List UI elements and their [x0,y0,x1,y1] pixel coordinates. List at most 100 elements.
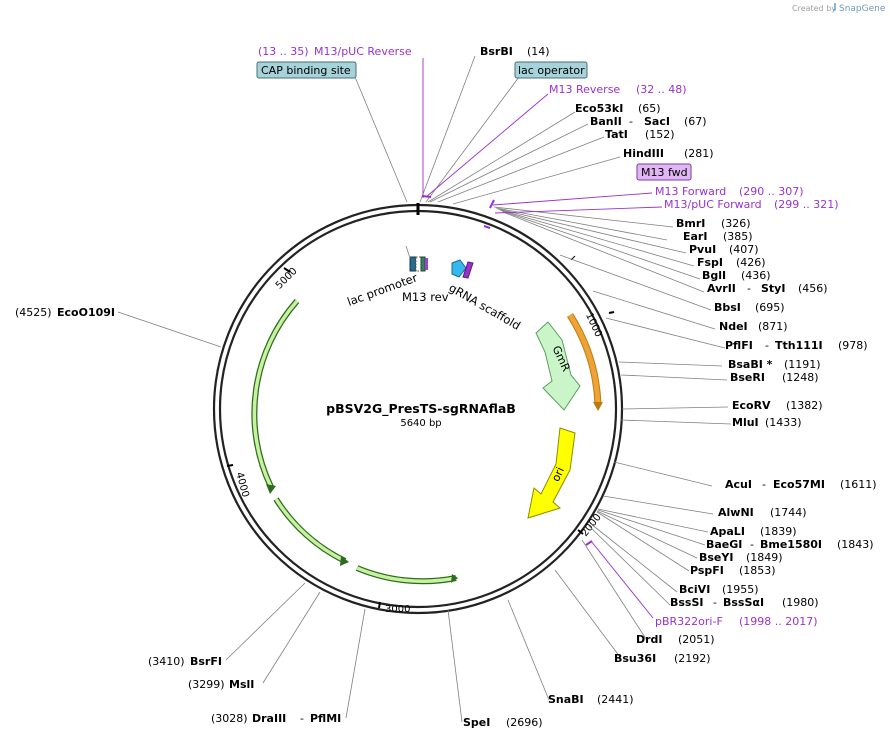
site-bbsi-name[interactable]: BbsI [714,301,741,314]
gmr-feature-arrow[interactable] [535,321,581,411]
site-ndei-name[interactable]: NdeI [719,320,748,333]
site-banii-sep: - [629,115,633,128]
site-ecoo109i-name[interactable]: EcoO109I [57,306,115,319]
green-feature-arc-2[interactable] [274,498,346,563]
grna-primer-feature[interactable] [462,261,474,279]
site-alwni-name[interactable]: AlwNI [718,506,754,519]
site-drdi-pos: (2051) [678,633,715,646]
site-fspi-pos: (426) [736,256,766,269]
primer-mark-m13-forward [489,199,495,209]
primer-m13-reverse-name[interactable]: M13 Reverse [549,83,620,96]
site-apali-pos: (1839) [760,525,797,538]
cap-binding-site-label: CAP binding site [261,64,351,77]
site-bsrfi-pos: (3410) [148,655,185,668]
site-pvui-pos: (407) [729,243,759,256]
site-bseyi-pos: (1849) [746,551,783,564]
site-bssSai-name[interactable]: BssSαI [723,596,764,609]
site-bgli-name[interactable]: BglI [702,269,726,282]
site-pflfi-name[interactable]: PflFI [725,339,753,352]
lac-promoter-feature[interactable] [409,256,417,272]
site-bsu36i-name[interactable]: Bsu36I [614,652,656,665]
site-ecorv-name[interactable]: EcoRV [732,399,771,412]
site-pflfi-pos: (978) [838,339,868,352]
site-eari-name[interactable]: EarI [683,230,707,243]
site-msli-pos: (3299) [188,678,225,691]
primer-m13-puc-forward-name[interactable]: M13/pUC Forward [664,198,762,211]
m13-fwd-label: M13 fwd [641,166,688,179]
primer-m13-puc-reverse-name[interactable]: M13/pUC Reverse [314,45,412,58]
site-apali-name[interactable]: ApaLI [710,525,745,538]
site-pspfi-name[interactable]: PspFI [690,564,724,577]
tick-mark-4000 [226,464,234,467]
site-pvui-name[interactable]: PvuI [689,243,716,256]
cap-site-feature[interactable] [420,256,426,272]
green-feature-arc[interactable] [252,299,299,488]
site-ecorv-pos: (1382) [786,399,823,412]
site-saci-name[interactable]: SacI [644,115,670,128]
tick-label-3000: 3000 [385,604,410,615]
site-callout-lines [117,55,732,723]
site-bsabi-name[interactable]: BsaBI * [728,358,773,371]
site-hindiii-name[interactable]: HindIII [623,147,664,160]
cap-binding-site-box[interactable] [256,61,357,79]
site-tati-name[interactable]: TatI [605,128,628,141]
site-bsssi-name[interactable]: BssSI [670,596,704,609]
site-pflfi-sep: - [765,339,769,352]
ori-feature-arrow[interactable] [527,427,576,519]
site-styi-name[interactable]: StyI [761,282,785,295]
grna-scaffold-feature[interactable] [451,259,467,278]
primer-pbr322ori-f-range: (1998 .. 2017) [739,615,818,628]
site-banii-name[interactable]: BanII [590,115,622,128]
gmr-orange-arc [567,313,601,406]
primer-pbr322ori-f-name[interactable]: pBR322ori-F [655,615,723,628]
site-bsrbi-pos: (14) [527,45,550,58]
site-bseyi-name[interactable]: BseYI [699,551,733,564]
site-bmri-name[interactable]: BmrI [676,217,705,230]
primer-mark-m13-reverse [421,195,432,198]
site-snabi-name[interactable]: SnaBI [548,693,584,706]
m13-fwd-box[interactable] [636,163,692,181]
site-spei-name[interactable]: SpeI [463,716,490,729]
site-msli-name[interactable]: MslI [229,678,254,691]
site-snabi-pos: (2441) [597,693,634,706]
tick-mark-1000 [608,311,615,314]
site-eco57mi-name[interactable]: Eco57MI [773,478,825,491]
snapgene-brand: SnapGene [839,4,886,14]
plasmid-name: pBSV2G_PresTS-sgRNAflaB [326,401,516,417]
primer-m13-forward-name[interactable]: M13 Forward [655,185,726,198]
site-mlui-name[interactable]: MluI [732,416,759,429]
site-alwni-pos: (1744) [770,506,807,519]
site-draiii-pos: (3028) [211,712,248,725]
site-bseri-name[interactable]: BseRI [730,371,765,384]
site-draiii-name[interactable]: DraIII [252,712,286,725]
green-feature-arc-3[interactable] [356,566,457,583]
site-avrii-name[interactable]: AvrII [707,282,736,295]
gmr-orange-arrowhead [593,402,603,411]
lac-operator-box[interactable] [514,61,588,79]
site-bcivi-pos: (1955) [722,583,759,596]
site-pflmi-name[interactable]: PflMI [310,712,341,725]
site-bsrbi-name[interactable]: BsrBI [480,45,513,58]
site-bme1580i-name[interactable]: Bme1580I [760,538,822,551]
snapgene-logo-icon [833,3,836,11]
site-acui-name[interactable]: AcuI [725,478,752,491]
site-bmri-pos: (326) [721,217,751,230]
site-baegi-name[interactable]: BaeGI [706,538,742,551]
ori-label: ori [549,465,567,483]
site-drdi-name[interactable]: DrdI [636,633,663,646]
m13-rev-feature[interactable] [425,258,428,270]
created-by-label: Created by [792,4,836,13]
lac-operator-label: lac operator [518,64,585,77]
site-eco53ki-name[interactable]: Eco53kI [575,102,623,115]
primer-m13-puc-reverse-range: (13 .. 35) [258,45,309,58]
m13-rev-label: M13 rev [402,290,449,304]
site-fspi-name[interactable]: FspI [697,256,723,269]
site-bcivi-name[interactable]: BciVI [679,583,710,596]
site-tth111i-name[interactable]: Tth111I [775,339,823,352]
lac-operator-feature[interactable] [415,256,422,272]
site-bsrfi-name[interactable]: BsrFI [190,655,222,668]
site-avrii-sep: - [747,282,751,295]
site-bgli-pos: (436) [741,269,771,282]
site-pspfi-pos: (1853) [739,564,776,577]
